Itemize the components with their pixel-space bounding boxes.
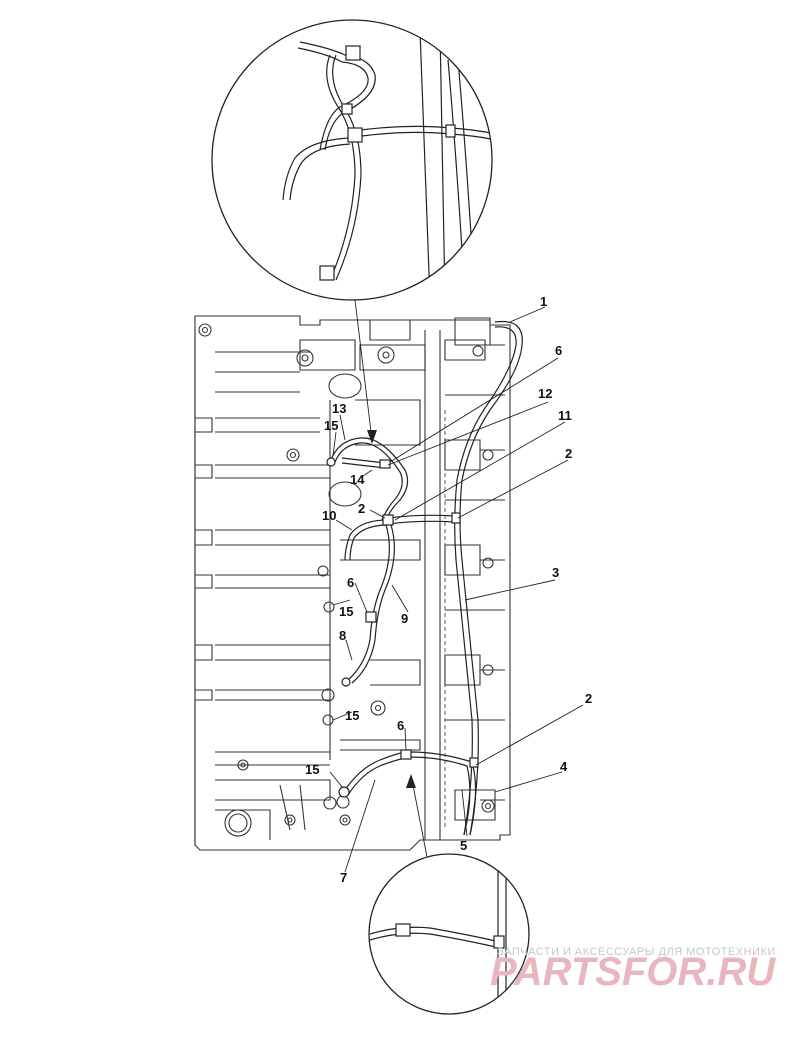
callout-15b: 15 [339, 604, 353, 619]
hose-clips [326, 457, 479, 798]
callout-8: 8 [339, 628, 346, 643]
callout-2c: 2 [358, 501, 365, 516]
callout-10: 10 [322, 508, 336, 523]
hoses [329, 320, 523, 836]
callout-2a: 2 [565, 446, 572, 461]
callout-15d: 15 [305, 762, 319, 777]
callout-15c: 15 [345, 708, 359, 723]
callout-6b: 6 [347, 575, 354, 590]
callout-3: 3 [552, 565, 559, 580]
callout-6c: 6 [397, 718, 404, 733]
detail-circle-bottom [368, 853, 530, 1015]
callout-1: 1 [540, 294, 547, 309]
callout-9: 9 [401, 611, 408, 626]
callout-labels: 1 6 12 11 2 3 2 4 5 13 15 14 2 10 6 15 9… [305, 294, 592, 885]
detail-circle-top [211, 19, 493, 301]
callout-11: 11 [558, 408, 572, 423]
callout-2b: 2 [585, 691, 592, 706]
engine-block [194, 315, 511, 851]
callout-12: 12 [538, 386, 552, 401]
watermark-tagline: ЗАПЧАСТИ И АКСЕССУАРЫ ДЛЯ МОТОТЕХНИКИ [497, 946, 776, 958]
callout-5: 5 [460, 838, 467, 853]
callout-14: 14 [350, 472, 365, 487]
callout-13: 13 [332, 401, 346, 416]
leader-lines [329, 299, 584, 873]
callout-4: 4 [560, 759, 568, 774]
pointer-arrows [367, 430, 416, 788]
watermark-logo: PARTSFOR.RU [490, 950, 776, 994]
watermark: ЗАПЧАСТИ И АКСЕССУАРЫ ДЛЯ МОТОТЕХНИКИ PA… [490, 946, 776, 994]
callout-15a: 15 [324, 418, 338, 433]
callout-6a: 6 [555, 343, 562, 358]
callout-7: 7 [340, 870, 347, 885]
bolt-holes [198, 323, 495, 837]
